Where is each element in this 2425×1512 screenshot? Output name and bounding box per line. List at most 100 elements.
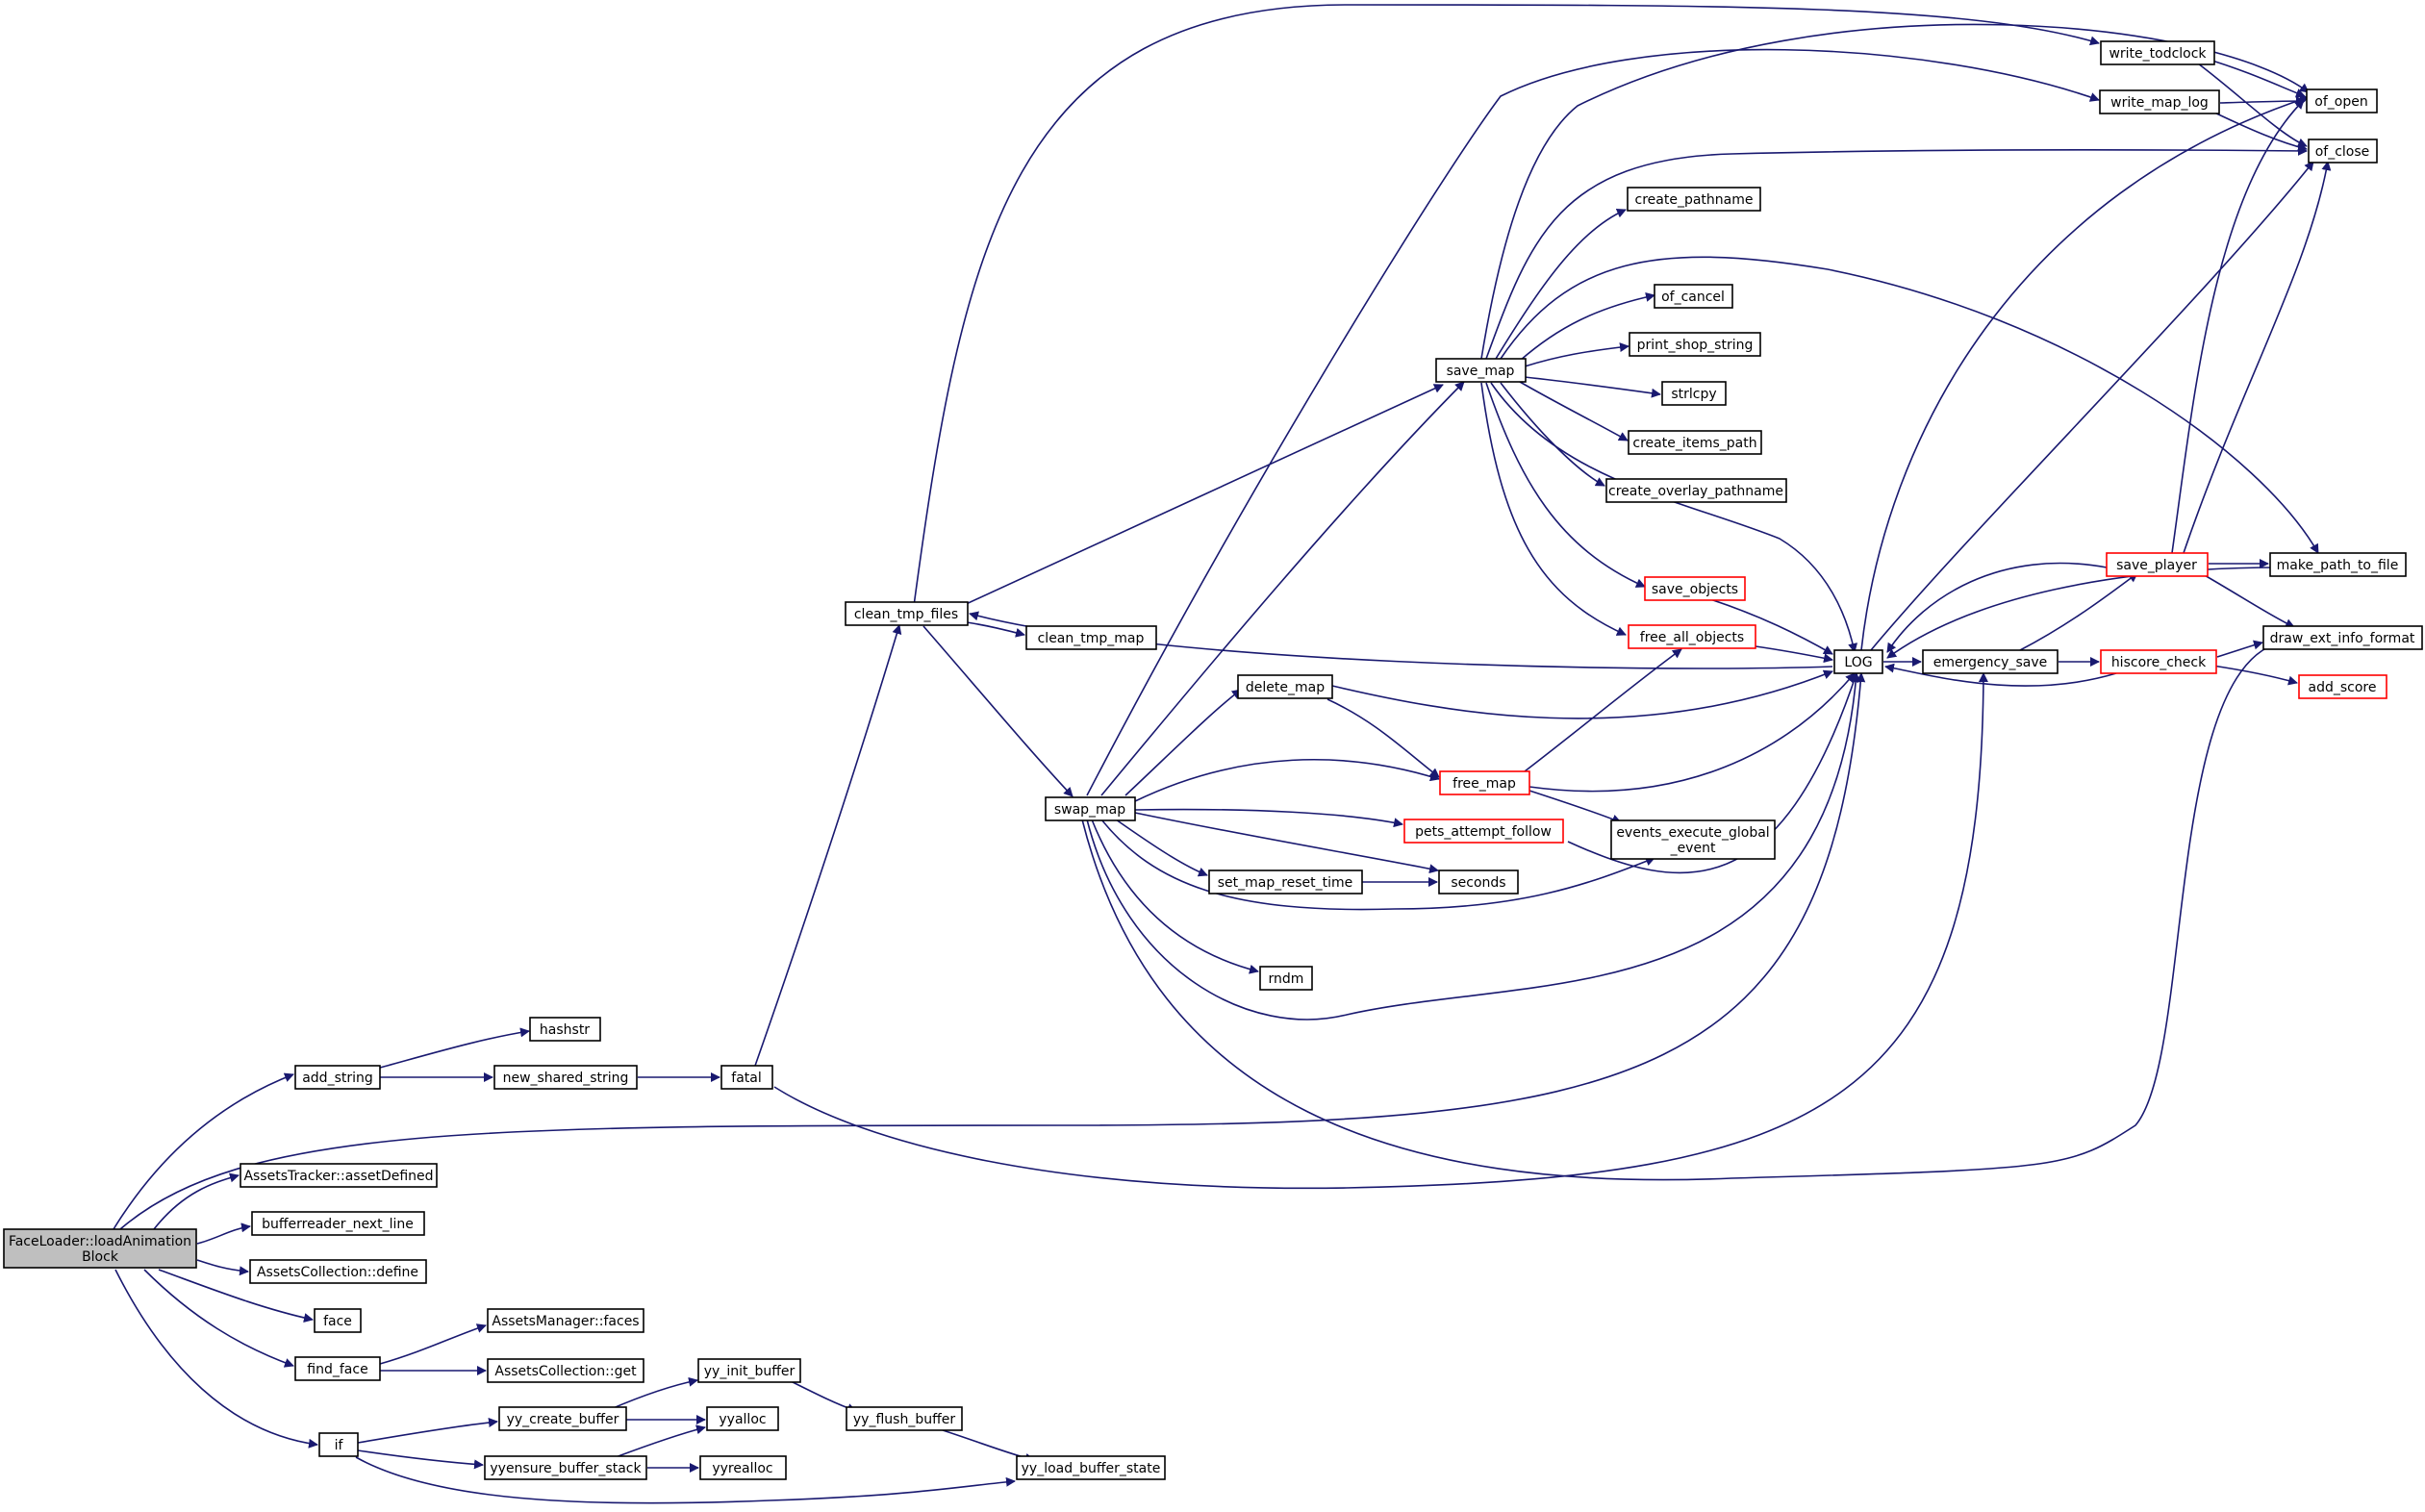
node-write-map-log[interactable]: write_map_log: [2099, 89, 2220, 114]
node-label: fatal: [731, 1071, 761, 1086]
edge-delete-map-free-map: [1326, 698, 1440, 778]
node-label: AssetsTracker::assetDefined: [243, 1169, 433, 1184]
edge-free-all-objects-log: [1755, 645, 1833, 664]
node-yyalloc[interactable]: yyalloc: [706, 1406, 779, 1431]
node-label: add_string: [302, 1071, 373, 1086]
node-yy-flush-buffer[interactable]: yy_flush_buffer: [846, 1406, 963, 1431]
edge-log-of-open: [1860, 95, 2310, 651]
node-seconds[interactable]: seconds: [1438, 869, 1519, 895]
node-hashstr[interactable]: hashstr: [529, 1017, 601, 1042]
node-faceloader-loadanimationblock[interactable]: FaceLoader::loadAnimation Block: [3, 1228, 197, 1269]
node-create-items-path[interactable]: create_items_path: [1628, 430, 1762, 455]
node-label: yy_init_buffer: [704, 1364, 796, 1379]
edge-yyensure-yyalloc: [615, 1424, 706, 1458]
edge-save-player-draw-ext: [2202, 573, 2295, 628]
node-label: AssetsCollection::get: [494, 1364, 637, 1379]
node-rndm[interactable]: rndm: [1259, 966, 1313, 991]
edge-clean-tmp-files-save-map: [961, 384, 1444, 607]
node-clean-tmp-map[interactable]: clean_tmp_map: [1025, 625, 1157, 650]
node-create-pathname[interactable]: create_pathname: [1627, 187, 1761, 212]
node-of-cancel[interactable]: of_cancel: [1654, 284, 1733, 309]
node-of-open[interactable]: of_open: [2306, 88, 2378, 113]
node-assets-tracker-asset-defined[interactable]: AssetsTracker::assetDefined: [240, 1163, 438, 1188]
edge-fatal-clean-tmp-files: [754, 624, 902, 1067]
node-add-score[interactable]: add_score: [2298, 674, 2387, 699]
node-label: yyalloc: [719, 1412, 766, 1427]
node-label: pets_attempt_follow: [1415, 824, 1552, 840]
node-pets-attempt-follow[interactable]: pets_attempt_follow: [1403, 819, 1564, 844]
node-save-map[interactable]: save_map: [1435, 358, 1527, 383]
edge-root-assets-define: [196, 1259, 249, 1276]
node-yy-load-buffer-state[interactable]: yy_load_buffer_state: [1016, 1455, 1166, 1480]
node-assets-manager-faces[interactable]: AssetsManager::faces: [487, 1308, 644, 1333]
node-yy-init-buffer[interactable]: yy_init_buffer: [697, 1358, 801, 1383]
node-save-player[interactable]: save_player: [2106, 552, 2209, 577]
node-bufferreader-next-line[interactable]: bufferreader_next_line: [251, 1211, 425, 1236]
node-if[interactable]: if: [318, 1432, 359, 1457]
node-yy-create-buffer[interactable]: yy_create_buffer: [498, 1406, 627, 1431]
edge-swap-map-free-map: [1134, 758, 1440, 802]
node-find-face[interactable]: find_face: [294, 1356, 381, 1381]
node-label: save_objects: [1652, 582, 1738, 597]
node-save-objects[interactable]: save_objects: [1644, 576, 1746, 601]
node-label: clean_tmp_files: [854, 607, 958, 622]
node-print-shop-string[interactable]: print_shop_string: [1629, 332, 1761, 357]
node-face[interactable]: face: [314, 1308, 362, 1333]
node-label: face: [323, 1314, 352, 1329]
edge-find-face-assets-manager-faces: [379, 1323, 487, 1365]
node-events-execute-global-event[interactable]: events_execute_global _event: [1610, 819, 1776, 860]
node-write-todclock[interactable]: write_todclock: [2100, 40, 2215, 65]
node-label: write_map_log: [2110, 95, 2209, 111]
node-clean-tmp-files[interactable]: clean_tmp_files: [845, 601, 969, 626]
node-add-string[interactable]: add_string: [294, 1065, 381, 1090]
node-label: create_overlay_pathname: [1608, 484, 1783, 499]
node-label: of_cancel: [1661, 290, 1725, 305]
node-label: yy_load_buffer_state: [1022, 1461, 1161, 1476]
edge-swap-map-delete-map: [1124, 689, 1242, 796]
node-create-overlay-pathname[interactable]: create_overlay_pathname: [1605, 478, 1787, 503]
node-label: AssetsManager::faces: [492, 1314, 639, 1329]
edge-clean-tmp-files-write-todclock: [913, 4, 2100, 607]
node-log[interactable]: LOG: [1833, 649, 1883, 674]
node-label: hiscore_check: [2111, 655, 2207, 670]
node-new-shared-string[interactable]: new_shared_string: [493, 1065, 638, 1090]
edge-swap-map-rndm: [1091, 819, 1259, 974]
edge-swap-map-draw-ext: [1081, 640, 2281, 1181]
edge-save-map-free-all-objects: [1480, 382, 1627, 636]
node-label: AssetsCollection::define: [257, 1265, 418, 1280]
node-fatal[interactable]: fatal: [720, 1065, 773, 1090]
edge-hiscore-log: [1884, 663, 2117, 687]
node-strlcpy[interactable]: strlcpy: [1661, 381, 1727, 406]
node-label: strlcpy: [1671, 387, 1716, 402]
edge-root-if: [114, 1269, 318, 1449]
node-label: seconds: [1451, 875, 1505, 891]
node-label: save_map: [1447, 364, 1515, 379]
node-swap-map[interactable]: swap_map: [1045, 796, 1136, 821]
node-label: yy_create_buffer: [507, 1412, 619, 1427]
node-label: free_all_objects: [1640, 630, 1744, 645]
node-set-map-reset-time[interactable]: set_map_reset_time: [1208, 869, 1363, 895]
edge-delete-map-log: [1331, 669, 1833, 719]
edge-hiscore-add-score: [2211, 665, 2298, 686]
node-of-close[interactable]: of_close: [2308, 139, 2378, 164]
edge-root-add-string: [113, 1072, 294, 1230]
node-label: create_items_path: [1632, 436, 1756, 451]
node-make-path-to-file[interactable]: make_path_to_file: [2269, 552, 2407, 577]
edge-fatal-emergency-save: [773, 672, 1988, 1190]
node-assets-collection-get[interactable]: AssetsCollection::get: [487, 1358, 644, 1383]
node-free-map[interactable]: free_map: [1439, 770, 1530, 795]
node-free-all-objects[interactable]: free_all_objects: [1628, 624, 1756, 649]
node-emergency-save[interactable]: emergency_save: [1922, 649, 2059, 674]
node-delete-map[interactable]: delete_map: [1237, 674, 1333, 699]
node-hiscore-check[interactable]: hiscore_check: [2100, 649, 2217, 674]
edge-save-map-save-objects: [1485, 382, 1646, 588]
node-yyrealloc[interactable]: yyrealloc: [699, 1455, 787, 1480]
node-draw-ext-info-format[interactable]: draw_ext_info_format: [2262, 625, 2423, 650]
edge-swap-map-events: [1100, 819, 1655, 911]
edge-log-of-close: [1870, 161, 2314, 651]
edge-write-todclock-of-open: [2202, 57, 2306, 98]
edge-make-path-log: [1886, 567, 2281, 659]
node-assets-collection-define[interactable]: AssetsCollection::define: [249, 1259, 427, 1284]
edge-write-map-log-of-close: [2211, 111, 2308, 152]
node-yyensure-buffer-stack[interactable]: yyensure_buffer_stack: [484, 1455, 647, 1480]
